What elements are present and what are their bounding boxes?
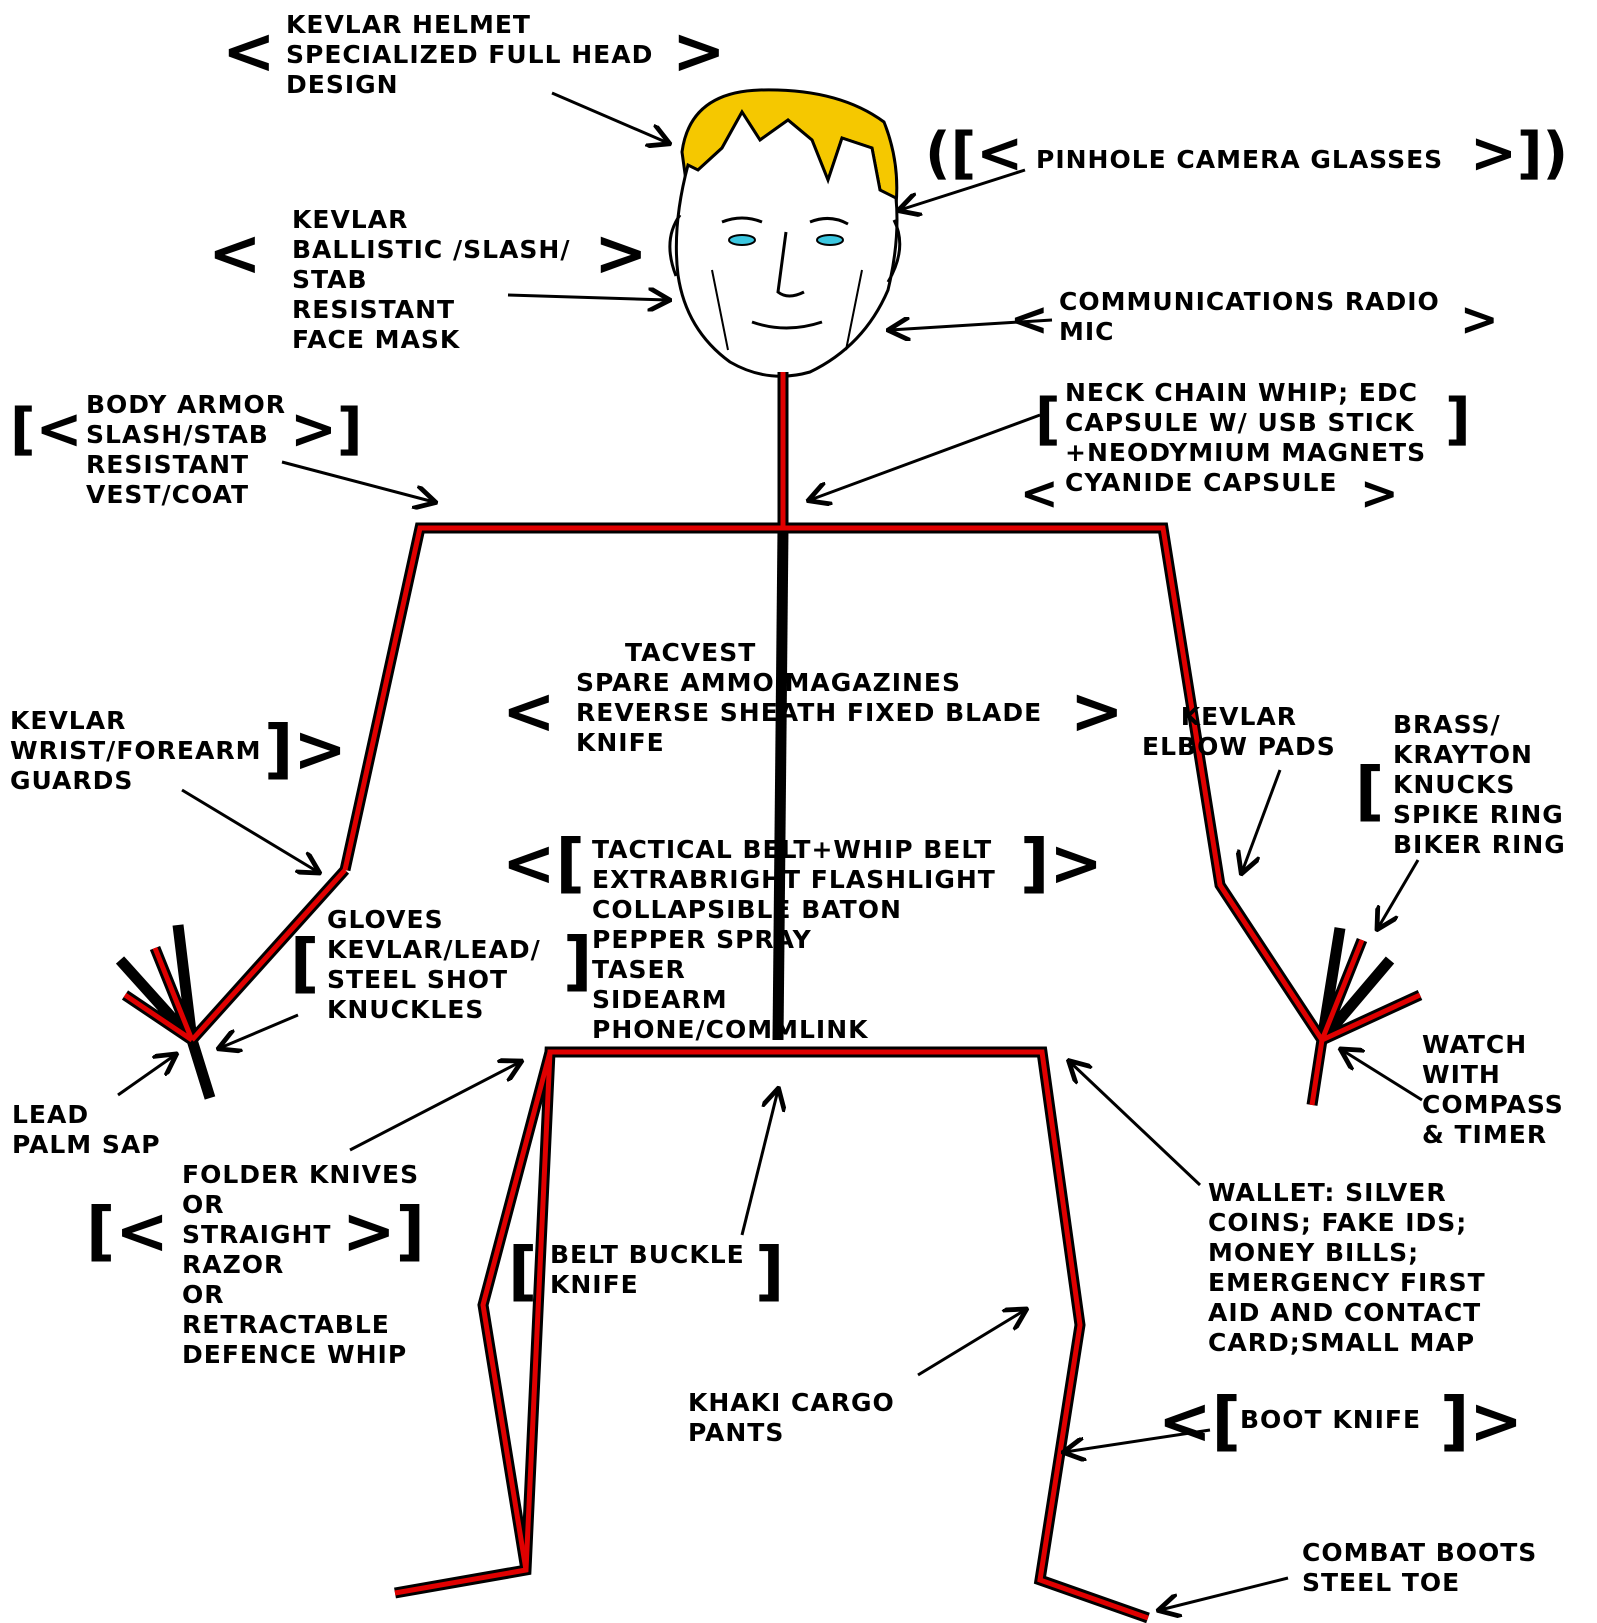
arrow-gloves <box>220 1013 299 1048</box>
brow-left <box>721 216 763 224</box>
bracket-wrist-right: ]> <box>264 713 347 787</box>
label-boot-knife: BOOT KNIFE <box>1240 1405 1422 1434</box>
label-brass-knucks: BRASS/ KRAYTON KNUCKS SPIKE RING BIKER R… <box>1393 710 1566 859</box>
bracket-belt-left: <[ <box>502 827 585 901</box>
arrow-body-armor <box>281 460 434 502</box>
nose <box>776 231 805 298</box>
bracket-helmet-left: < <box>222 15 276 89</box>
bracket-glasses-left: ([< <box>925 121 1024 186</box>
arrow-helmet <box>551 91 668 143</box>
label-cyanide: CYANIDE CAPSULE <box>1065 468 1338 497</box>
label-glasses: PINHOLE CAMERA GLASSES <box>1036 145 1444 174</box>
arrow-palm-sap <box>117 1055 175 1097</box>
cheek-left <box>711 269 729 351</box>
bracket-buckle-right: ] <box>755 1235 785 1309</box>
bracket-belt-right: ]> <box>1020 827 1103 901</box>
bracket-brass-left: [ <box>1355 755 1385 829</box>
arrow-knives <box>349 1062 520 1152</box>
bracket-bootknife-right: ]> <box>1440 1385 1523 1459</box>
arrow-buckle <box>740 1090 778 1236</box>
bracket-armor-left: [< <box>10 397 83 462</box>
arrow-face-mask <box>507 295 668 300</box>
arrow-cargo <box>917 1310 1025 1377</box>
bracket-mask-left: < <box>208 217 262 291</box>
label-tacvest-title: TACVEST <box>625 638 757 667</box>
label-face-mask: KEVLAR BALLISTIC /SLASH/ STAB RESISTANT … <box>292 205 571 354</box>
label-watch: WATCH WITH COMPASS & TIMER <box>1422 1030 1564 1149</box>
bracket-tacvest-right: > <box>1070 675 1124 749</box>
bracket-cyanide-left: < <box>1020 466 1059 520</box>
label-palm-sap: LEAD PALM SAP <box>12 1100 161 1159</box>
bracket-knives-left: [< <box>86 1195 169 1269</box>
label-buckle-knife: BELT BUCKLE KNIFE <box>550 1240 745 1299</box>
brow-right <box>809 217 849 226</box>
label-gloves: GLOVES KEVLAR/LEAD/ STEEL SHOT KNUCKLES <box>327 905 541 1024</box>
ear-left <box>668 214 682 277</box>
mouth <box>751 320 823 330</box>
bracket-radio-right: > <box>1460 292 1499 346</box>
eye-right <box>816 234 844 246</box>
bracket-bootknife-left: <[ <box>1158 1385 1241 1459</box>
body-red <box>123 372 1422 1621</box>
bracket-radio-left: < <box>1010 292 1049 346</box>
bracket-knives-right: >] <box>342 1195 425 1269</box>
label-body-armor: BODY ARMOR SLASH/STAB RESISTANT VEST/COA… <box>86 390 287 509</box>
label-wrist-guards: KEVLAR WRIST/FOREARM GUARDS <box>10 706 262 795</box>
bracket-neck-right: ] <box>1445 387 1471 452</box>
arrow-radio <box>890 320 1053 330</box>
cheek-right <box>845 269 863 351</box>
label-helmet: KEVLAR HELMET SPECIALIZED FULL HEAD DESI… <box>286 10 654 99</box>
bracket-gloves-left: [ <box>290 927 320 1001</box>
label-belt-items: COLLAPSIBLE BATON PEPPER SPRAY TASER SID… <box>592 895 902 1044</box>
arrow-boots <box>1160 1576 1289 1610</box>
arrow-brass <box>1378 859 1420 928</box>
eye-left <box>728 234 756 246</box>
label-elbow-pads: KEVLAR ELBOW PADS <box>1142 702 1336 761</box>
label-knives: FOLDER KNIVES OR STRAIGHT RAZOR OR RETRA… <box>182 1160 420 1369</box>
bracket-helmet-right: > <box>672 15 726 89</box>
label-combat-boots: COMBAT BOOTS STEEL TOE <box>1302 1538 1538 1597</box>
label-cargo-pants: KHAKI CARGO PANTS <box>688 1388 895 1447</box>
bracket-neck-left: [ <box>1035 387 1061 452</box>
ear-right <box>886 219 902 283</box>
arrow-neck-chain <box>810 413 1041 500</box>
bracket-glasses-right: >]) <box>1470 121 1569 186</box>
bracket-belt-items: ] <box>563 925 593 999</box>
label-tacvest: SPARE AMMO MAGAZINES REVERSE SHEATH FIXE… <box>576 668 1043 757</box>
pointer-arrows <box>117 91 1423 1610</box>
label-neck-chain: NECK CHAIN WHIP; EDC CAPSULE W/ USB STIC… <box>1065 378 1427 467</box>
arrow-elbow <box>1242 769 1282 872</box>
label-belt-top: TACTICAL BELT+WHIP BELT EXTRABRIGHT FLAS… <box>592 835 996 894</box>
bracket-armor-right: >] <box>290 397 363 462</box>
bracket-mask-right: > <box>594 217 648 291</box>
label-radio: COMMUNICATIONS RADIO MIC <box>1059 287 1440 346</box>
arrow-wallet <box>1070 1062 1202 1187</box>
arrow-wrist <box>181 788 318 872</box>
arrow-watch <box>1342 1050 1423 1102</box>
arrow-glasses <box>900 168 1026 210</box>
arrow-boot-knife <box>1065 1428 1211 1452</box>
bracket-cyanide-right: > <box>1360 466 1399 520</box>
label-wallet: WALLET: SILVER COINS; FAKE IDS; MONEY BI… <box>1208 1178 1486 1357</box>
bracket-buckle-left: [ <box>508 1235 538 1309</box>
bracket-tacvest-left: < <box>502 675 556 749</box>
